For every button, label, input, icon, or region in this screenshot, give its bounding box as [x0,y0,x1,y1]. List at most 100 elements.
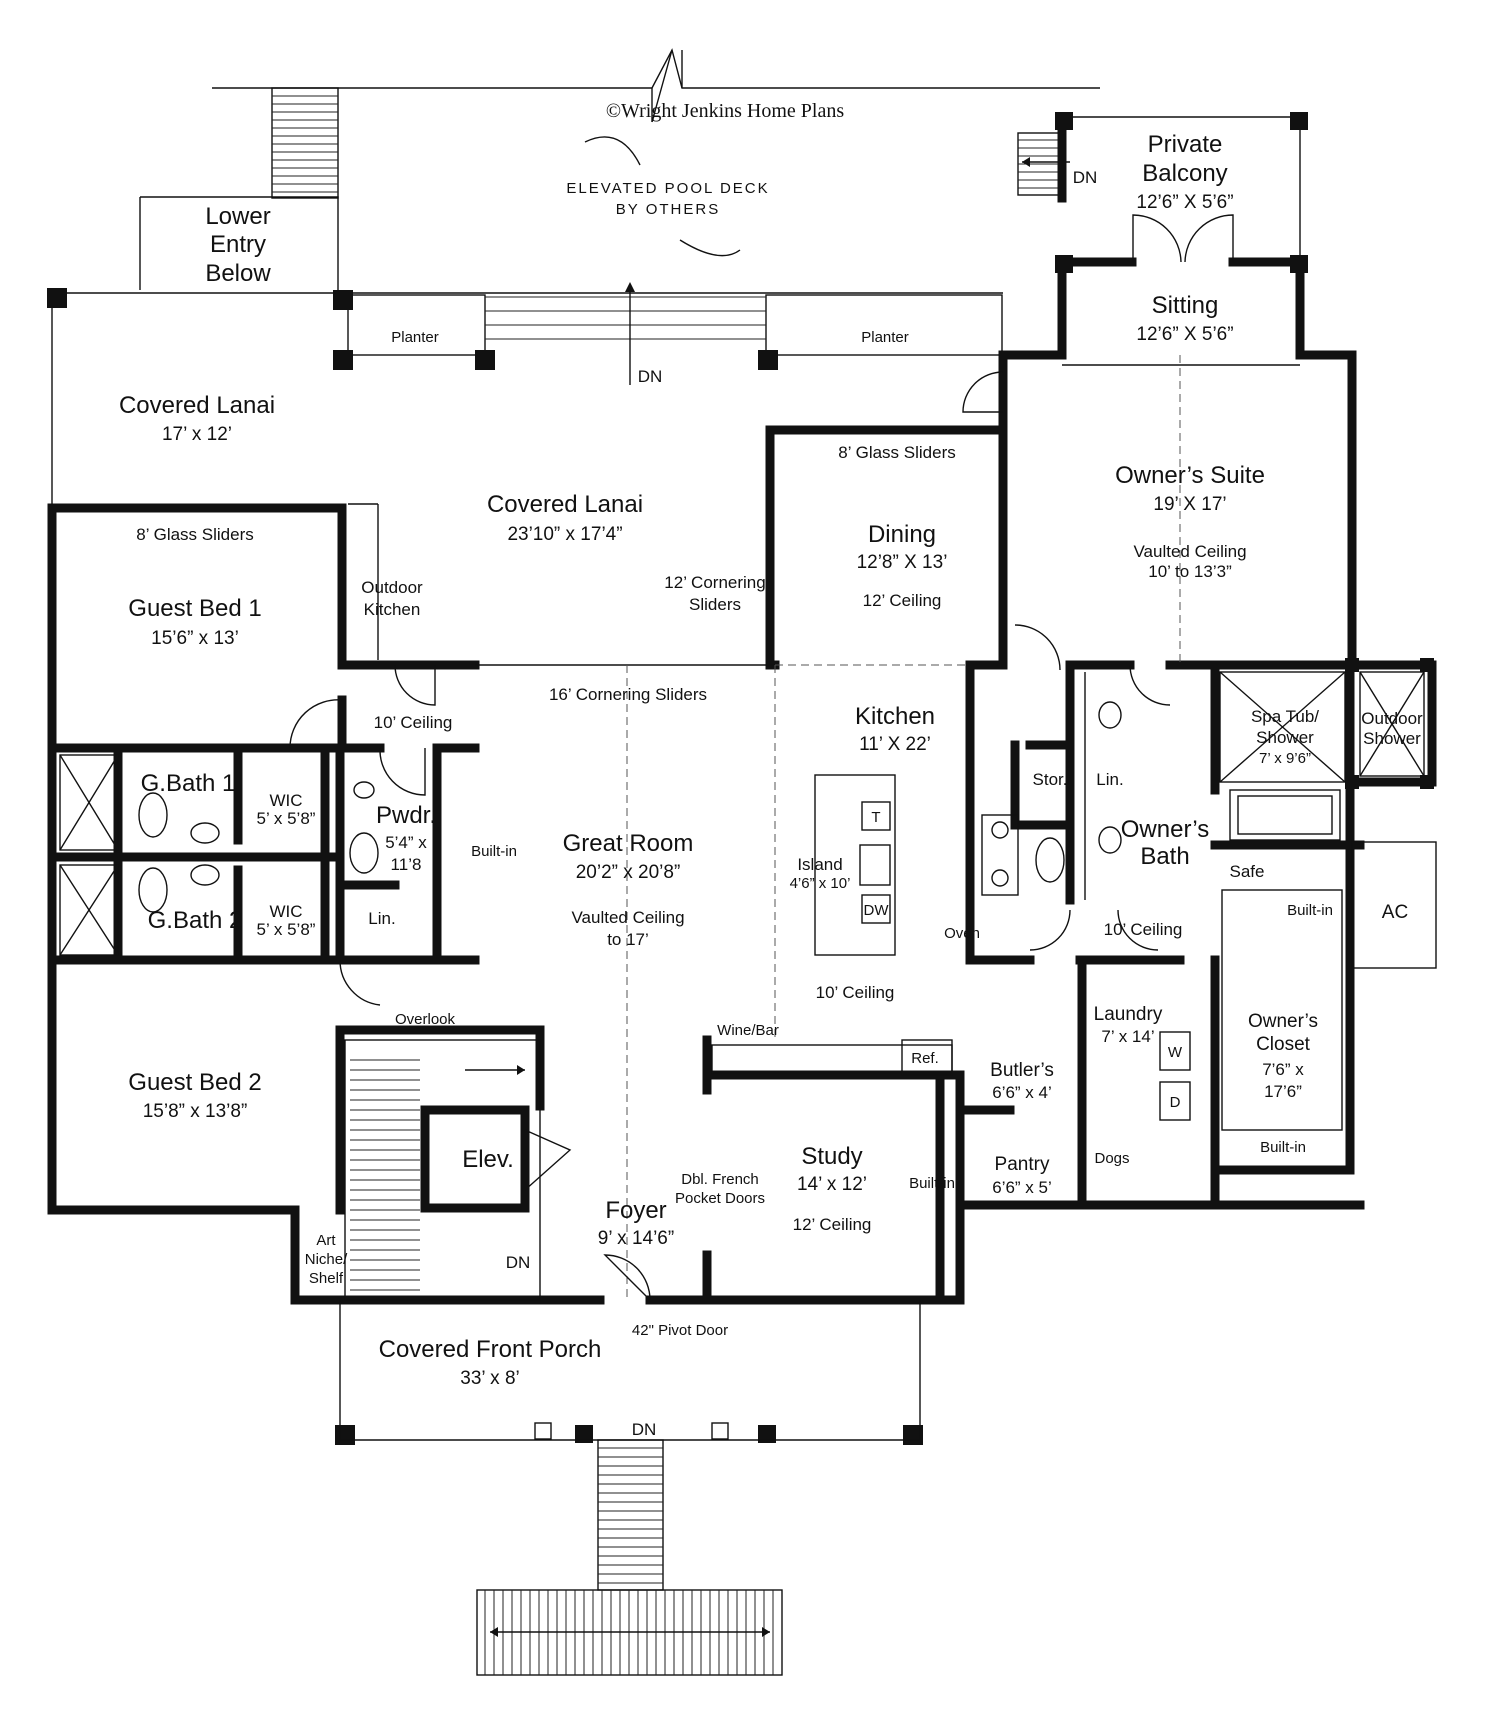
pantry-label: Pantry [995,1154,1050,1175]
cornering-sliders-12-2: Sliders [689,595,741,614]
copyright-text: ©Wright Jenkins Home Plans [606,100,844,122]
pwdr-label: Pwdr. [376,802,436,829]
sitting-dims: 12’6” X 5’6” [1136,324,1233,345]
posts [47,112,1434,1445]
g-bath-2-label: G.Bath 2 [148,907,243,934]
owners-bath-label-2: Bath [1140,843,1189,870]
foyer-dims: 9’ x 14’6” [598,1228,674,1249]
island-dw: DW [864,902,890,919]
foyer-label: Foyer [605,1197,666,1224]
guest-bed-2-dims: 15’8” x 13’8” [143,1101,248,1122]
main-stair [344,1039,541,1301]
dining-label: Dining [868,521,936,548]
cornering-sliders-12-1: 12’ Cornering [664,573,765,592]
stor-label: Stor. [1033,770,1068,789]
lower-entry-label-1: Lower [205,203,270,230]
wic-1-dims: 5’ x 5’8” [257,809,316,828]
butlers-label: Butler’s [990,1060,1054,1081]
builtin-closet-top: Built-in [1287,902,1333,919]
curved-arrow-icon [584,136,641,166]
dryer-label: D [1170,1094,1181,1111]
covered-lanai-left-dims: 17’ x 12’ [162,424,232,445]
owners-closet-builtin: Built-in [1260,1139,1306,1156]
private-balcony-dims: 12’6” X 5’6” [1136,192,1233,213]
lin-hall-label: Lin. [368,909,395,928]
arrow-head-icon [625,282,635,292]
planter-right [765,294,1003,356]
private-balcony-label-1: Private [1148,131,1223,158]
safe-label: Safe [1230,862,1265,881]
covered-lanai-main-label: Covered Lanai [487,491,643,518]
planter-right-label: Planter [861,329,909,346]
spa-label-2: Shower [1256,728,1314,747]
french-doors-1: Dbl. French [681,1171,759,1188]
pwdr-dims-2: 11’8 [391,855,422,874]
owners-closet-dims-2: 17’6” [1264,1082,1302,1101]
outdoor-kitchen-label-1: Outdoor [361,578,423,597]
owners-suite-note-1: Vaulted Ceiling [1133,542,1246,561]
outdoor-shower-2: Shower [1363,729,1421,748]
laundry-label: Laundry [1094,1004,1163,1025]
guest-bed-2-label: Guest Bed 2 [128,1069,261,1096]
walls [47,112,1437,1305]
kitchen-dims: 11’ X 22’ [859,734,931,755]
balcony-doors [1132,214,1234,263]
hall-ceiling: 10’ Ceiling [374,713,453,732]
study-ceiling: 12’ Ceiling [793,1215,872,1234]
art-niche-2: Niche/ [305,1251,348,1268]
owner-hall-ceiling: 10’ Ceiling [1104,920,1183,939]
curved-arrow-icon [679,239,741,257]
great-room-note-2: to 17’ [607,930,649,949]
pwdr-dims-1: 5’4” x [385,833,427,852]
kitchen-ceiling: 10’ Ceiling [816,983,895,1002]
pool-deck-label-line1: ELEVATED POOL DECK [566,180,769,197]
planter-left-label: Planter [391,329,439,346]
oven-label: Oven [944,925,980,942]
ac-label: AC [1382,902,1408,923]
great-room-label: Great Room [563,830,694,857]
great-room-note-1: Vaulted Ceiling [571,908,684,927]
art-niche-3: Shelf [309,1270,344,1287]
lower-entry-label-3: Below [205,260,271,287]
sitting-label: Sitting [1152,292,1219,319]
wic-2-label: WIC [269,902,302,921]
balcony-steps [1018,139,1060,189]
french-doors-2: Pocket Doors [675,1190,765,1207]
study-label: Study [801,1143,862,1170]
private-balcony-label-2: Balcony [1142,160,1227,187]
island-dims: 4’6” x 10’ [790,875,851,892]
island-trash: T [871,809,880,826]
wic-1-label: WIC [269,791,302,810]
cornering-sliders-16: 16’ Cornering Sliders [549,685,707,704]
lanai-steps [485,296,766,340]
study-dims: 14’ x 12’ [797,1174,867,1195]
dashed-lines [626,355,1181,1300]
owners-closet-label-2: Closet [1256,1034,1311,1055]
owners-suite-label: Owner’s Suite [1115,462,1265,489]
fixtures [59,671,1425,1131]
owners-suite-note-2: 10’ to 13’3” [1148,562,1232,581]
guest-bed-1-label: Guest Bed 1 [128,595,261,622]
elev-label: Elev. [462,1146,514,1173]
rear-lower-stair [271,87,339,199]
guest-bed-1-sliders: 8’ Glass Sliders [136,525,253,544]
dining-dims: 12’8” X 13’ [857,552,948,573]
g-bath-1-label: G.Bath 1 [141,770,236,797]
doors [289,371,1171,1301]
guest-bed-1-dims: 15’6” x 13’ [151,628,239,649]
pivot-door-label: 42" Pivot Door [632,1322,728,1339]
lin-owner-label: Lin. [1096,770,1123,789]
owners-closet-label-1: Owner’s [1248,1011,1318,1032]
front-porch-dims: 33’ x 8’ [460,1368,520,1389]
kitchen-label: Kitchen [855,703,935,730]
dining-sliders: 8’ Glass Sliders [838,443,955,462]
great-room-dims: 20’2” x 20’8” [576,862,681,883]
lower-entry-label-2: Entry [210,231,266,258]
ref-label: Ref. [911,1050,939,1067]
outdoor-kitchen-label-2: Kitchen [364,600,421,619]
covered-lanai-main-dims: 23’10” x 17’4” [507,524,622,545]
dining-ceiling: 12’ Ceiling [863,591,942,610]
butlers-dims: 6’6” x 4’ [992,1083,1052,1102]
dn-balcony-label: DN [1073,168,1098,187]
